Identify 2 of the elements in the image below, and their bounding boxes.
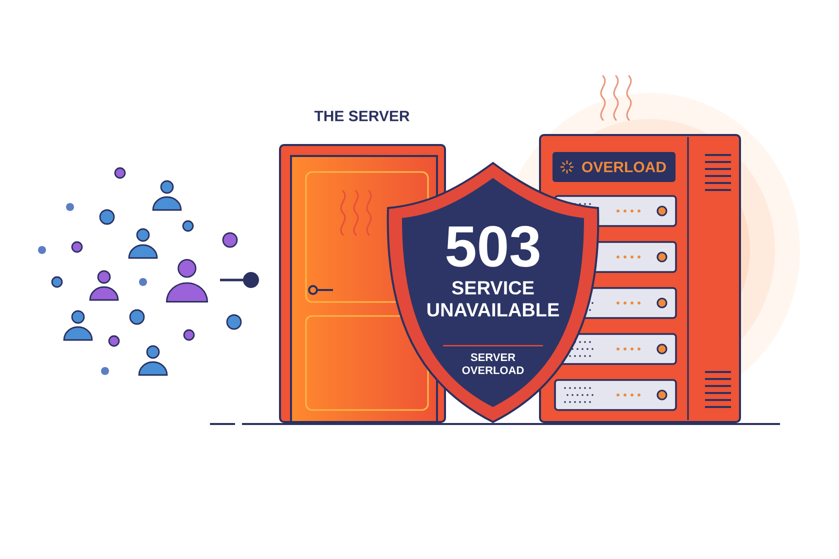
heading: THE SERVER [314, 110, 410, 122]
status-display: OVERLOAD [552, 152, 676, 182]
